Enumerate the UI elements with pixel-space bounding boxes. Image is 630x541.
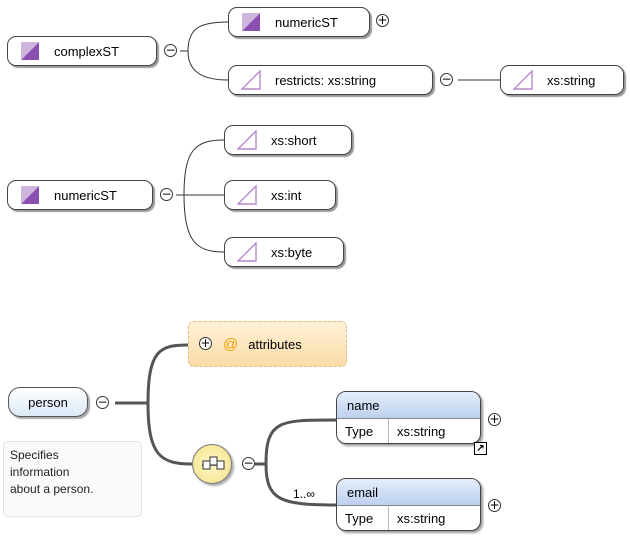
element-name: email: [347, 484, 379, 500]
node-label: xs:short: [271, 132, 317, 148]
at-icon: @: [223, 335, 239, 353]
simple-type-outline-icon: [513, 70, 533, 90]
element-label: person: [28, 394, 68, 410]
link-arrow-icon[interactable]: ↗: [474, 442, 487, 455]
complexst-node[interactable]: complexST: [7, 36, 157, 66]
annotation-line: information: [10, 465, 70, 479]
expand-icon[interactable]: +: [199, 336, 212, 350]
annotation-line: Specifies: [10, 448, 59, 462]
numericst-child-node[interactable]: numericST: [228, 7, 370, 37]
member-node[interactable]: xs:int: [224, 180, 336, 210]
cardinality-label: 1..∞: [293, 487, 315, 501]
simple-type-icon: [21, 42, 39, 60]
node-label: xs:string: [547, 72, 596, 88]
collapse-icon[interactable]: −: [160, 187, 173, 201]
type-key: Type: [337, 419, 389, 443]
expand-icon[interactable]: +: [488, 498, 501, 512]
restricts-node[interactable]: restricts: xs:string: [228, 65, 433, 95]
collapse-icon[interactable]: −: [96, 395, 109, 409]
node-label: restricts: xs:string: [275, 72, 377, 88]
numericst-node[interactable]: numericST: [7, 180, 153, 210]
type-value: xs:string: [397, 510, 446, 526]
collapse-icon[interactable]: −: [164, 43, 177, 57]
element-name: name: [347, 397, 380, 413]
simple-type-icon: [242, 13, 260, 31]
type-key: Type: [337, 506, 389, 530]
person-element[interactable]: person: [8, 387, 88, 417]
type-row: Type xs:string: [337, 419, 480, 443]
attributes-label: attributes: [248, 336, 302, 352]
node-label: xs:byte: [271, 244, 313, 260]
attributes-group[interactable]: + @ attributes: [188, 321, 347, 367]
sequence-icon: [202, 456, 225, 470]
type-value: xs:string: [397, 423, 446, 439]
simple-type-outline-icon: [237, 185, 257, 205]
simple-type-outline-icon: [237, 242, 257, 262]
element-header: name: [337, 392, 480, 419]
node-label: complexST: [54, 43, 120, 59]
simple-type-icon: [21, 186, 39, 204]
name-element[interactable]: name Type xs:string: [336, 391, 481, 444]
member-node[interactable]: xs:byte: [224, 237, 344, 267]
node-label: numericST: [54, 187, 117, 203]
simple-type-outline-icon: [237, 130, 257, 150]
email-element[interactable]: email Type xs:string: [336, 478, 481, 531]
simple-type-outline-icon: [241, 70, 261, 90]
expand-icon[interactable]: +: [376, 13, 389, 27]
annotation-note: Specifies information about a person.: [3, 441, 142, 517]
member-node[interactable]: xs:short: [224, 125, 352, 155]
collapse-icon[interactable]: −: [242, 456, 255, 470]
xs-string-node[interactable]: xs:string: [500, 65, 624, 95]
element-header: email: [337, 479, 480, 506]
collapse-icon[interactable]: −: [440, 72, 453, 86]
annotation-line: about a person.: [10, 482, 94, 496]
node-label: xs:int: [271, 187, 302, 203]
type-row: Type xs:string: [337, 506, 480, 530]
sequence-compositor-icon[interactable]: [192, 444, 232, 484]
expand-icon[interactable]: +: [488, 412, 501, 426]
node-label: numericST: [275, 14, 338, 30]
